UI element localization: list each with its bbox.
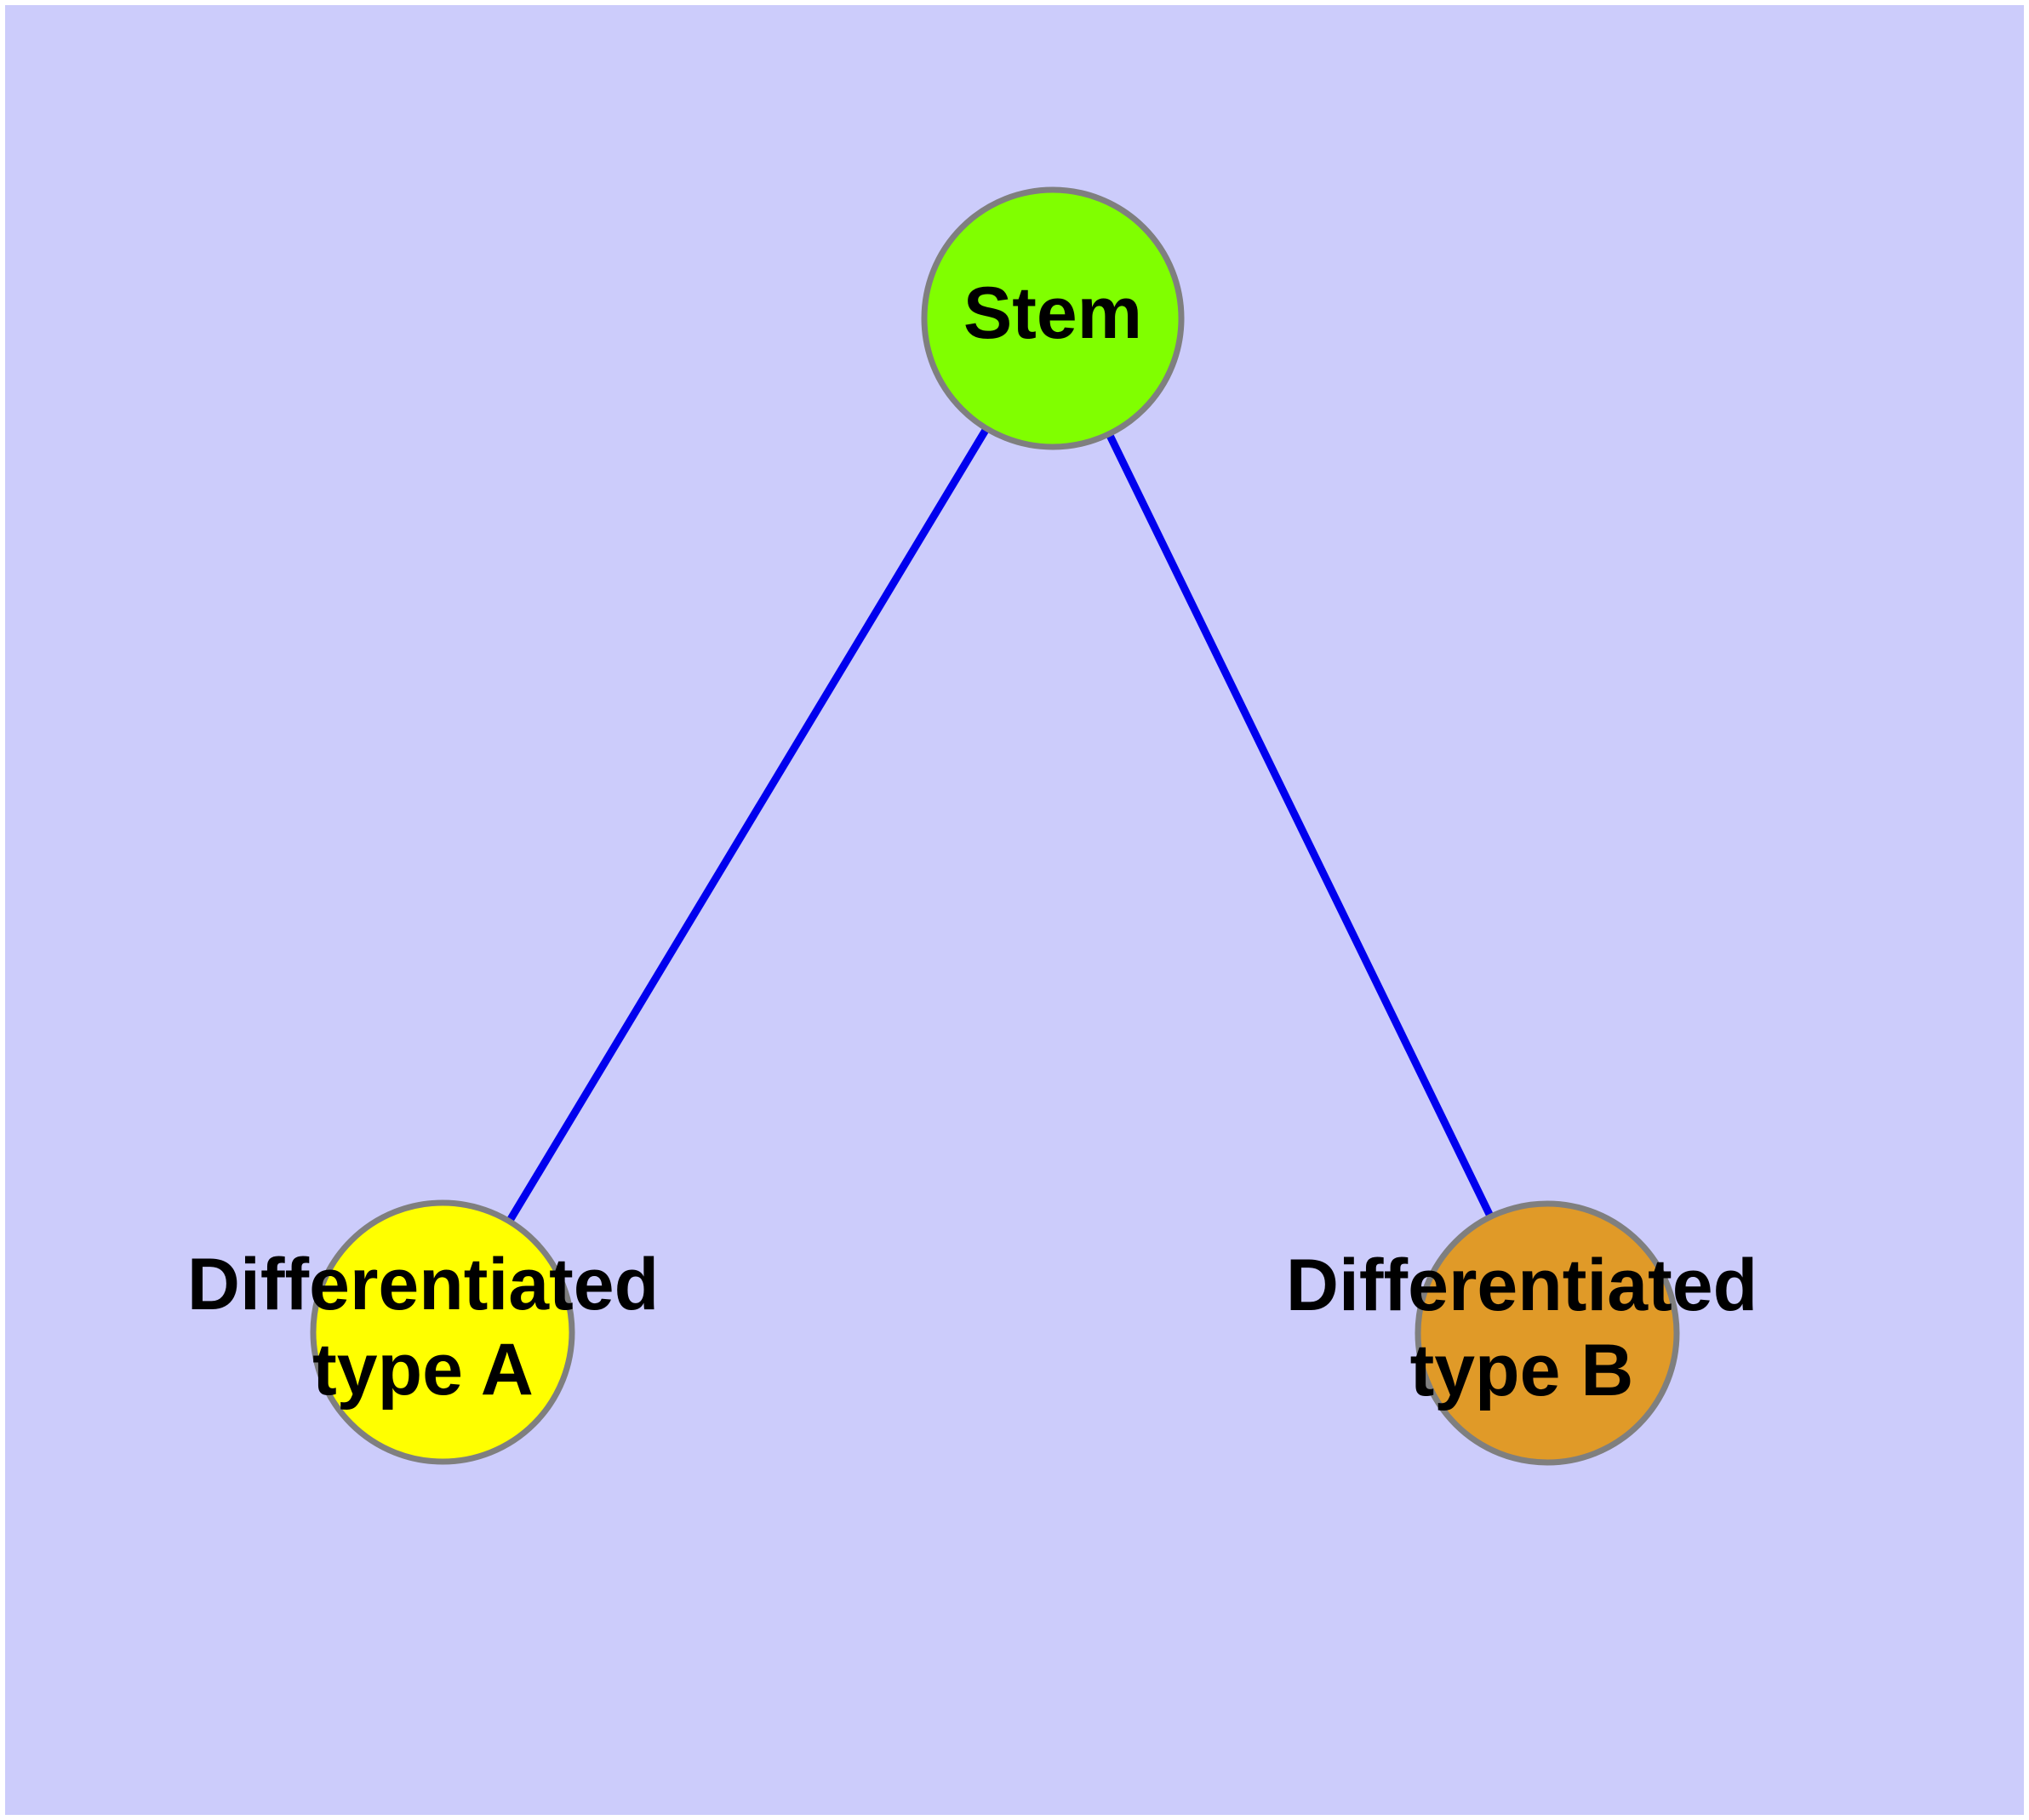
node-label-line: Differentiated xyxy=(187,1244,659,1325)
node-label-line: type A xyxy=(312,1329,534,1411)
node-diff_b[interactable] xyxy=(1415,1200,1680,1466)
edge-layer xyxy=(505,425,1495,1225)
node-diff_a[interactable] xyxy=(310,1199,575,1465)
node-stem[interactable] xyxy=(921,186,1185,450)
node-circle-stem[interactable] xyxy=(921,186,1185,450)
node-label-stem: Stem xyxy=(963,272,1142,354)
edge-stem-diff-b[interactable] xyxy=(1105,430,1495,1221)
node-label-line: Stem xyxy=(963,272,1142,354)
node-label-line: type B xyxy=(1410,1330,1634,1411)
node-label-line: Differentiated xyxy=(1286,1245,1758,1326)
edge-stem-diff-a[interactable] xyxy=(505,425,992,1225)
node-circle-diff_a[interactable] xyxy=(310,1199,575,1465)
node-circle-diff_b[interactable] xyxy=(1415,1200,1680,1466)
